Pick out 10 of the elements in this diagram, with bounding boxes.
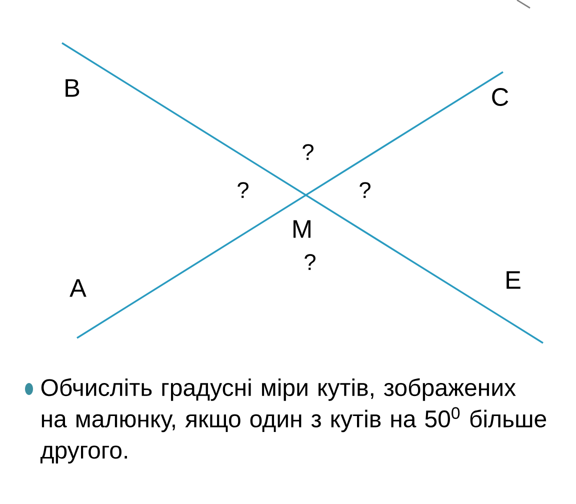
point-label: A [70,279,86,297]
point-label: C [492,88,508,106]
point-label: M [294,220,310,238]
angle-label: ? [238,182,248,198]
angle-label: ? [360,182,370,198]
angle-label: ? [304,254,316,270]
angle-label: ? [302,144,314,160]
point-label: B [66,79,80,97]
point-label: E [506,271,520,289]
question-text: Обчисліть градусні міри кутів, зображених на малюнку, якщо один з кутів на 50$^{0}$ більше другого. [40,378,546,464]
